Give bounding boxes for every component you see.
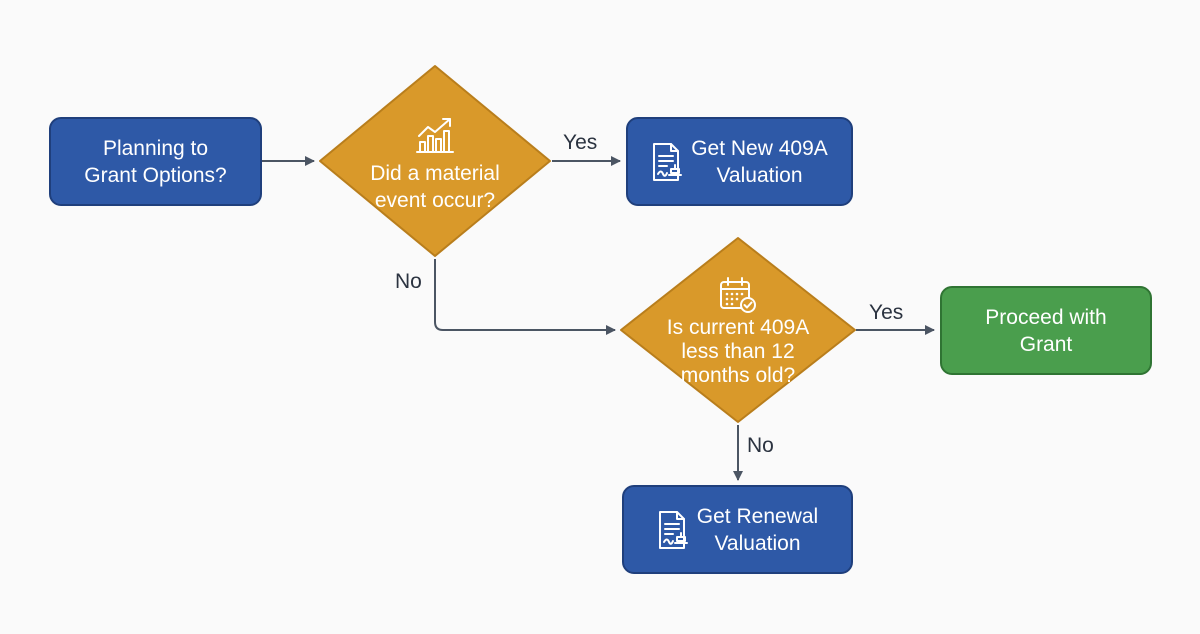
decision-material-event: Did a material event occur? <box>317 63 553 259</box>
document-stamp-icon <box>653 142 683 181</box>
edge-label-material-yes: Yes <box>563 131 598 154</box>
edge-material-no <box>434 259 616 335</box>
proceed-label: Proceed with Grant <box>985 305 1107 356</box>
document-stamp-icon <box>658 510 688 549</box>
decision-age-label: Is current 409A less than 12 months old? <box>666 316 810 387</box>
start-node-label: Planning to Grant Options? <box>84 136 227 187</box>
edge-label-age-yes: Yes <box>869 301 904 324</box>
edge-label-material-no: No <box>395 270 422 293</box>
calendar-check-icon <box>720 277 756 313</box>
decision-material-label: Did a material event occur? <box>370 162 500 212</box>
growth-chart-icon <box>416 118 454 153</box>
diamond-shape <box>319 65 551 257</box>
new-valuation-node: Get New 409A Valuation <box>626 117 853 206</box>
new-valuation-label: Get New 409A Valuation <box>691 136 828 187</box>
diamond-shape <box>620 237 856 423</box>
renewal-node: Get Renewal Valuation <box>622 485 853 574</box>
renewal-label: Get Renewal Valuation <box>696 504 819 555</box>
start-node: Planning to Grant Options? <box>49 117 262 206</box>
proceed-node: Proceed with Grant <box>940 286 1152 375</box>
edge-label-age-no: No <box>747 434 774 457</box>
decision-409a-age: Is current 409A less than 12 months old? <box>618 235 858 425</box>
